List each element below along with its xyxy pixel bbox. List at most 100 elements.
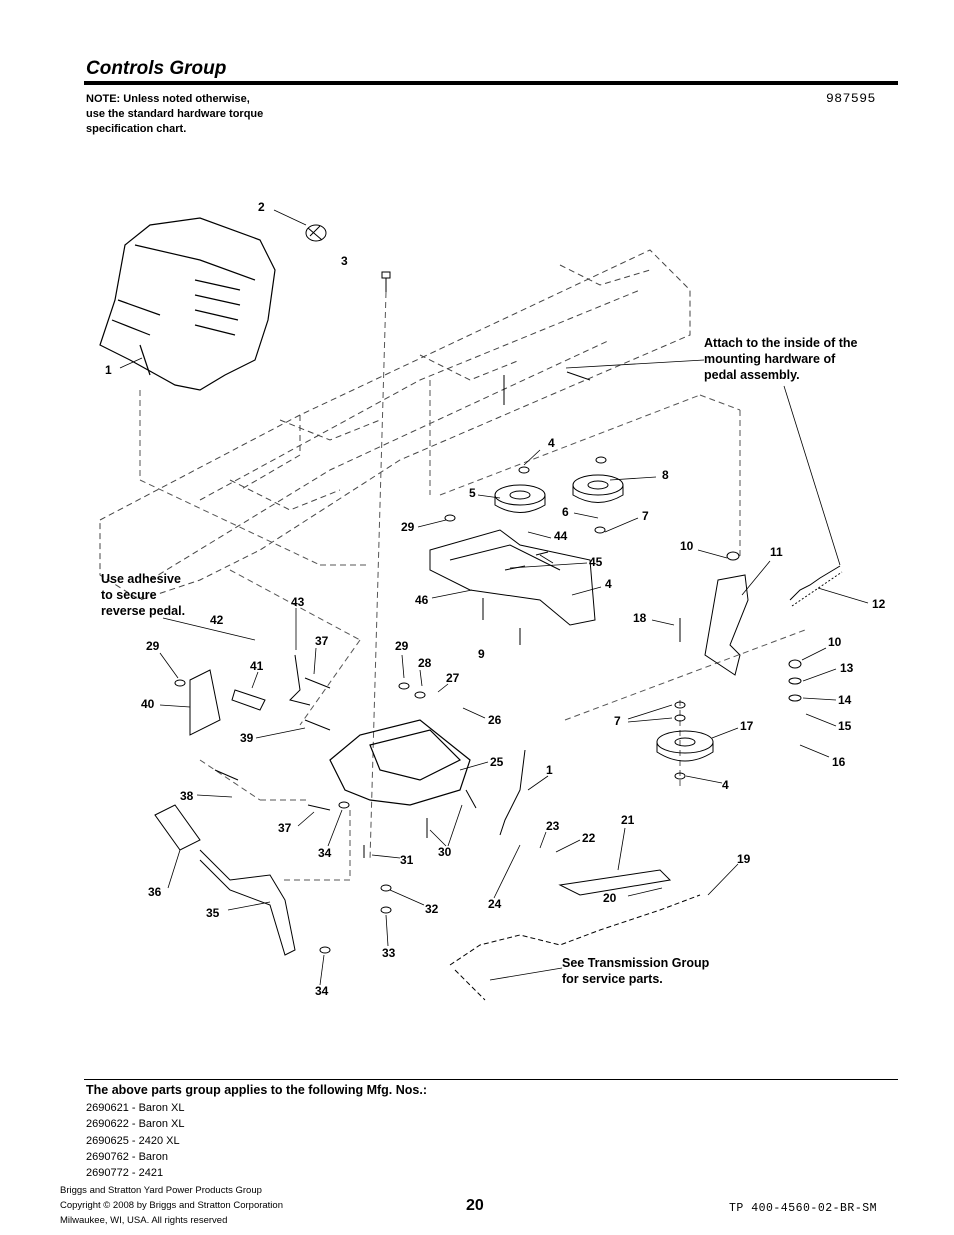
part-label: 24 (488, 897, 502, 911)
part-label: 6 (562, 505, 569, 519)
part-label: 4 (722, 778, 729, 792)
part-rod-21 (558, 869, 672, 896)
label-leaders (119, 209, 869, 986)
part-label: 8 (662, 468, 669, 482)
page-title: Controls Group (86, 58, 227, 79)
callout-line: See Transmission Group (562, 956, 710, 970)
part-label: 32 (425, 902, 439, 916)
part-label: 7 (614, 714, 621, 728)
part-label: 34 (318, 846, 332, 860)
title-rule (84, 81, 898, 85)
part-label: 13 (840, 661, 854, 675)
part-label: 41 (250, 659, 264, 673)
part-label: 38 (180, 789, 194, 803)
callout-attach-inside: Attach to the inside of the mounting har… (704, 336, 858, 382)
copyright-line: Copyright © 2008 by Briggs and Stratton … (60, 1200, 283, 1211)
part-label: 29 (401, 520, 415, 534)
footer-rule (84, 1079, 898, 1080)
part-label: 2 (258, 200, 265, 214)
callout-line: to secure (101, 588, 157, 602)
hardware-washers (174, 456, 802, 954)
part-label: 42 (210, 613, 224, 627)
callout-line: reverse pedal. (101, 604, 185, 618)
callout-line: Attach to the inside of the (704, 336, 858, 350)
part-knob-2 (305, 224, 327, 242)
applies-heading: The above parts group applies to the fol… (86, 1083, 427, 1097)
part-label: 33 (382, 946, 396, 960)
torque-note: NOTE: Unless noted otherwise, use the st… (86, 92, 316, 137)
part-pedal-arm-35 (199, 849, 296, 956)
part-label: 26 (488, 713, 502, 727)
part-label: 45 (589, 555, 603, 569)
part-label: 7 (642, 509, 649, 523)
note-line: specification chart. (86, 123, 187, 135)
callout-line: pedal assembly. (704, 368, 800, 382)
part-label: 29 (146, 639, 160, 653)
part-label: 4 (548, 436, 555, 450)
transmission-linkage (449, 894, 701, 1001)
part-label: 17 (740, 719, 754, 733)
part-label: 43 (291, 595, 305, 609)
note-line: use the standard hardware torque (86, 108, 264, 120)
part-label: 3 (341, 254, 348, 268)
part-label: 1 (105, 363, 112, 377)
part-label: 39 (240, 731, 254, 745)
page-number: 20 (466, 1197, 484, 1214)
part-label: 15 (838, 719, 852, 733)
part-lever-40 (189, 669, 221, 736)
company-info: Briggs and Stratton Yard Power Products … (60, 1183, 283, 1228)
part-label: 46 (415, 593, 429, 607)
part-label: 27 (446, 671, 460, 685)
model-item: 2690621 - Baron XL (86, 1102, 185, 1114)
part-label: 35 (206, 906, 220, 920)
part-pulley-5 (494, 484, 546, 513)
part-pulley-17 (656, 730, 714, 762)
tp-code: TP 400-4560-02-BR-SM (729, 1202, 878, 1215)
part-pedal-36 (154, 804, 201, 851)
part-pedal-assembly-25 (329, 719, 471, 806)
part-label: 36 (148, 885, 162, 899)
part-label: 37 (315, 634, 329, 648)
callout-see-transmission: See Transmission Group for service parts… (562, 956, 710, 986)
hardware-bolts (214, 371, 681, 858)
part-label: 10 (680, 539, 694, 553)
address-line: Milwaukee, WI, USA. All rights reserved (60, 1215, 228, 1226)
model-item: 2690762 - Baron (86, 1150, 168, 1163)
model-list: 2690621 - Baron XL 2690622 - Baron XL 26… (86, 1100, 184, 1181)
note-line: NOTE: Unless noted otherwise, (86, 93, 250, 105)
model-item: 2690625 - 2420 XL (86, 1134, 180, 1147)
part-arm-11 (704, 574, 749, 676)
part-label: 28 (418, 656, 432, 670)
part-pad-41 (231, 689, 266, 711)
part-bracket-46 (429, 529, 596, 626)
part-label: 40 (141, 697, 155, 711)
part-label: 21 (621, 813, 635, 827)
callout-line: Use adhesive (101, 572, 181, 586)
part-label: 37 (278, 821, 292, 835)
part-label: 34 (315, 984, 329, 998)
part-spring-12 (789, 565, 843, 607)
callout-line: for service parts. (562, 972, 663, 986)
part-label: 4 (605, 577, 612, 591)
part-label: 18 (633, 611, 647, 625)
part-labels: 2 3 1 4 8 5 6 7 29 44 10 11 45 4 46 43 1… (105, 200, 886, 998)
part-pulley-8 (572, 474, 624, 503)
part-label: 22 (582, 831, 596, 845)
part-label: 25 (490, 755, 504, 769)
callout-line: mounting hardware of (704, 352, 836, 366)
part-label: 44 (554, 529, 568, 543)
part-label: 19 (737, 852, 751, 866)
hood-outline (99, 217, 276, 391)
part-label: 1 (546, 763, 553, 777)
company-line: Briggs and Stratton Yard Power Products … (60, 1185, 262, 1196)
drawing-number: 987595 (826, 91, 876, 106)
part-label: 11 (770, 545, 783, 559)
frame-outline (99, 249, 691, 601)
part-label: 29 (395, 639, 409, 653)
callout-use-adhesive: Use adhesive to secure reverse pedal. (101, 572, 185, 618)
part-label: 31 (400, 853, 414, 867)
part-label: 9 (478, 647, 485, 661)
part-label: 10 (828, 635, 842, 649)
part-rod-1 (499, 749, 526, 836)
